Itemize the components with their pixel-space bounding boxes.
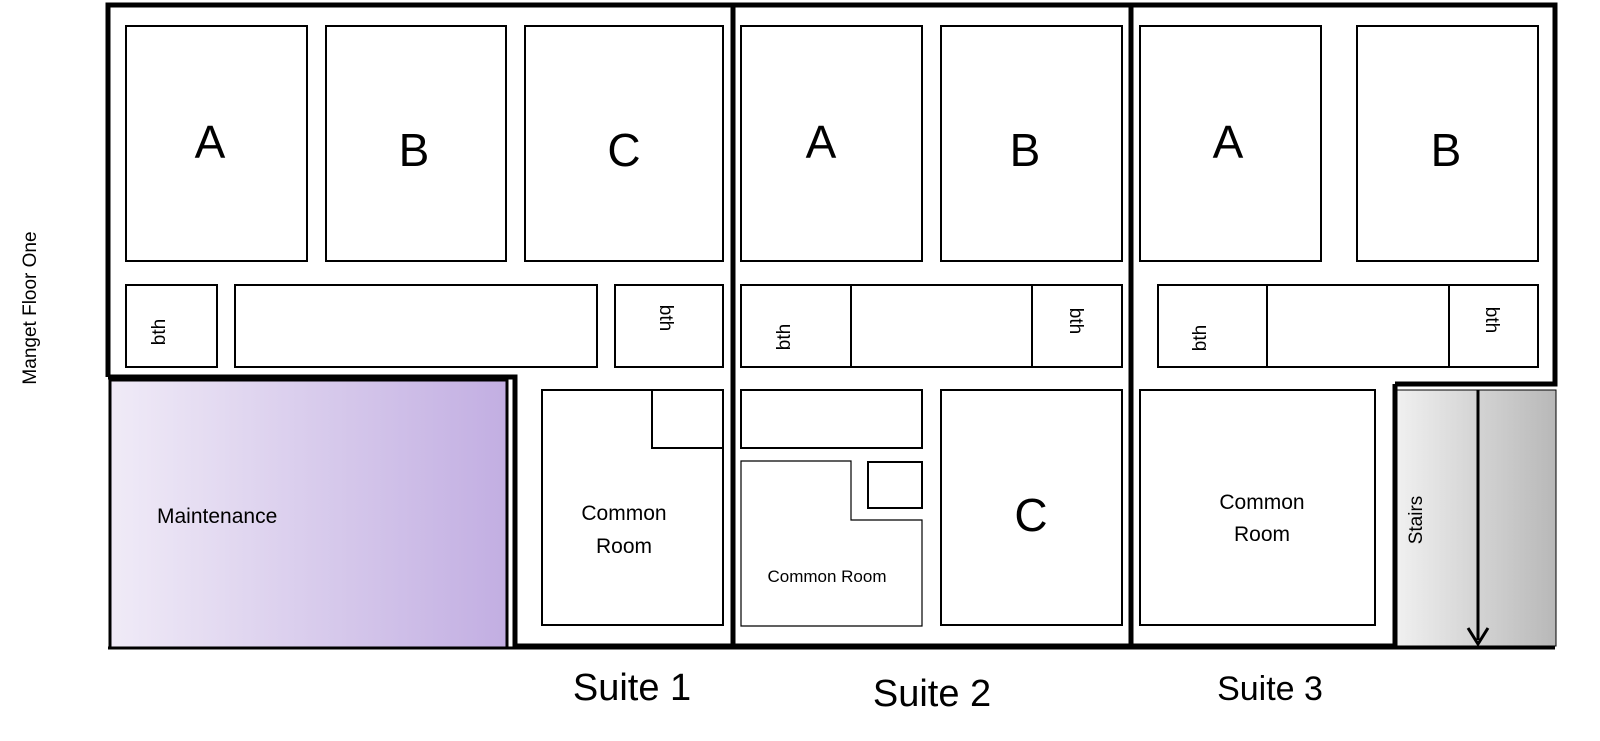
suite-1-common-label-1: Common <box>581 502 666 525</box>
suite-1-closet <box>651 389 724 449</box>
suite-1-room-c-label: C <box>607 124 640 176</box>
building-outline <box>105 2 1558 650</box>
suite-2-storage <box>740 389 923 449</box>
stairs-area <box>1396 389 1557 647</box>
maintenance-label: Maintenance <box>157 505 277 528</box>
suite-3-room-a <box>1139 25 1322 262</box>
maintenance-area <box>108 378 509 650</box>
outline-suite3-bottom <box>1131 384 1398 649</box>
suite-3-common-room <box>1139 389 1376 626</box>
suite-1-room-c <box>524 25 724 262</box>
suite-2-bath-right <box>1031 284 1123 368</box>
suite-1-bath-left-label: bth <box>149 319 170 345</box>
suite-2-common-label: Common Room <box>767 567 886 586</box>
suite-2-room-b-label: B <box>1010 124 1041 176</box>
suite-3-bath-left-label: bth <box>1190 325 1211 351</box>
suite-1 <box>125 25 724 626</box>
suite-2-room-a-label: A <box>806 116 837 168</box>
suite-3-room-b <box>1356 25 1539 262</box>
suite-1-bath-right-label: bth <box>655 305 676 331</box>
suite-2-room-c <box>940 389 1123 626</box>
suite-1-room-b-label: B <box>399 124 430 176</box>
suite-2-outline <box>730 2 1134 649</box>
suite-3-label: Suite 3 <box>1217 670 1323 708</box>
suite-2-bath-right-label: bth <box>1065 308 1086 334</box>
suite-1-common-label-2: Room <box>596 535 652 558</box>
suite-3-bath-right <box>1448 284 1539 368</box>
stairs-label: Stairs <box>1406 496 1427 545</box>
suite-2-label: Suite 2 <box>873 673 991 715</box>
suite-3-common-label-1: Common <box>1219 491 1304 514</box>
suite-2 <box>740 25 1123 626</box>
suite-3-common-label-2: Room <box>1234 523 1290 546</box>
suite-2-hallway <box>850 284 1033 368</box>
suite-2-bath-left <box>740 284 852 368</box>
suite-2-bath-left-label: bth <box>774 324 795 350</box>
suite-3 <box>1139 25 1539 626</box>
suite-1-room-a-label: A <box>195 116 226 168</box>
suite-3-hallway <box>1266 284 1450 368</box>
suite-3-room-a-label: A <box>1213 116 1244 168</box>
suite-3-bath-left <box>1157 284 1268 368</box>
outline-upper-right <box>1131 2 1558 387</box>
floor-side-label: Manget Floor One <box>20 231 41 384</box>
suite-1-bath-right <box>614 284 724 368</box>
outline-upper-left <box>105 2 733 377</box>
stairs-arrow-icon <box>1466 627 1490 647</box>
suite-3-bath-right-label: bth <box>1481 307 1502 333</box>
suite-2-closet <box>867 461 923 509</box>
suite-2-common-room <box>740 460 923 627</box>
suite-1-hallway <box>234 284 598 368</box>
suite-2-room-b <box>940 25 1123 262</box>
suite-1-bath-left <box>125 284 218 368</box>
suite-1-room-b <box>325 25 507 262</box>
suite-1-label: Suite 1 <box>573 667 691 709</box>
suite-3-room-b-label: B <box>1431 124 1462 176</box>
suite-1-room-a <box>125 25 308 262</box>
suite-2-room-a <box>740 25 923 262</box>
suite-2-room-c-label: C <box>1014 489 1047 541</box>
